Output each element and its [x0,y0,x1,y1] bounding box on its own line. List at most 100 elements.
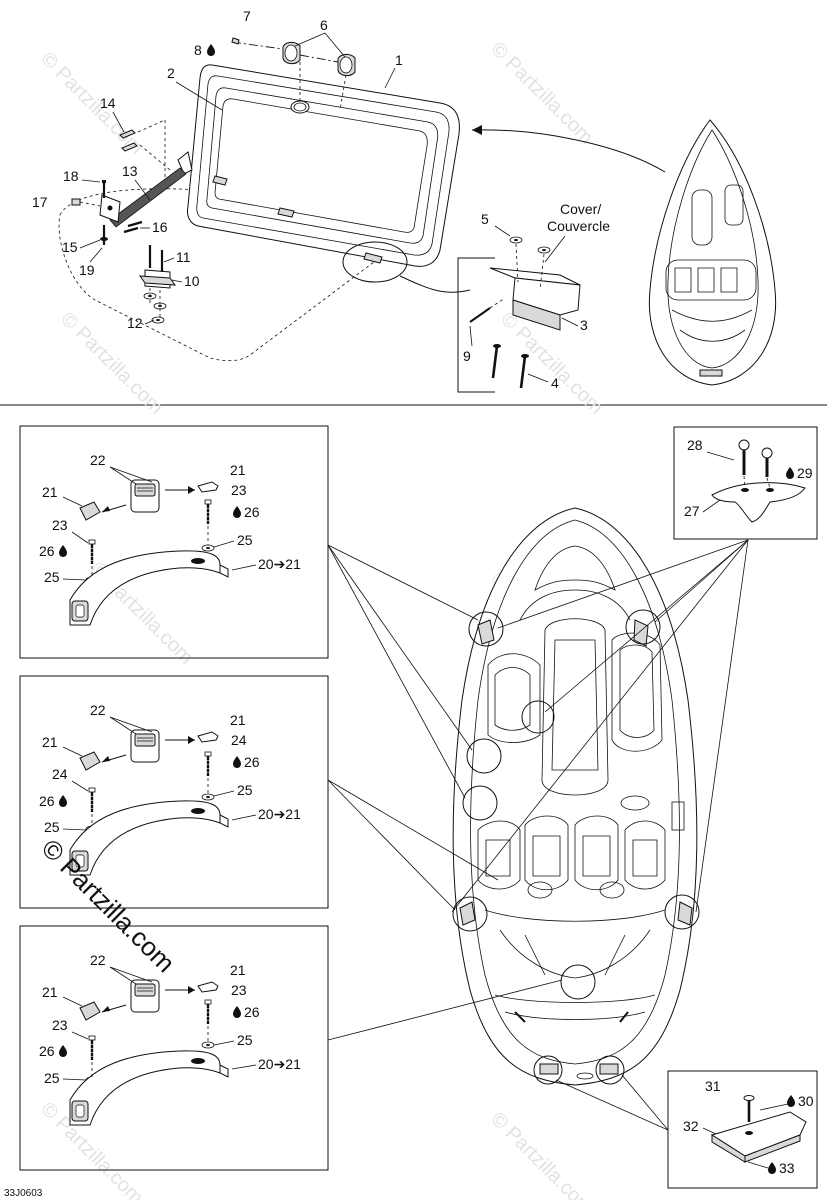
bumper-panel-1 [19,425,329,659]
loctite-drop-icon [207,44,215,56]
label-23: 23 [52,1017,68,1033]
label-23: 23 [52,517,68,533]
label-25: 25 [237,1032,253,1048]
rivet-part-4 [491,344,529,389]
label-26: 26 [244,1004,260,1020]
label-5: 5 [481,211,489,227]
label-25: 25 [44,1070,60,1086]
loctite-drop-icon [787,1095,795,1107]
label-4: 4 [551,375,559,391]
cover-label-line-2: Couvercle [547,218,610,234]
top-labels: 7 8 6 1 2 14 18 13 17 16 15 19 11 10 12 … [32,8,610,391]
loctite-drop-icon [233,756,241,768]
label-26: 26 [244,754,260,770]
label-14: 14 [100,95,116,111]
label-21: 21 [230,712,246,728]
watermark: © Partzilla.com [56,308,167,419]
arrow-cover-to-boat [471,129,666,173]
label-21: 21 [230,462,246,478]
label-30: 30 [798,1093,814,1109]
label-22: 22 [90,452,106,468]
hinge-arm-part-13 [99,151,193,228]
label-33: 33 [779,1160,795,1176]
bumper-assembly-3 [69,979,229,1126]
label-24: 24 [231,732,247,748]
label-25: 25 [237,532,253,548]
bumper-panel-1-labels: 22 21 23 21 23 26 25 26 25 20➔21 [39,452,301,585]
knob-part-6 [282,41,356,77]
loctite-drop-icon [233,506,241,518]
leader-lines [327,539,749,1131]
label-26: 26 [244,504,260,520]
label-16: 16 [152,219,168,235]
label-1: 1 [395,52,403,68]
label-24: 24 [52,766,68,782]
watermark: © Partzilla.com [486,1108,597,1200]
jetski-top-view-small [648,119,777,386]
loctite-drop-icon [59,795,67,807]
cleat-panel [673,426,818,540]
storage-cover [187,64,460,267]
cleat-panel-labels: 28 29 27 [684,437,813,519]
bumper-panel-3 [19,925,329,1171]
detail-callout [342,241,408,283]
label-20-to-21: 20➔21 [258,1056,301,1072]
label-10: 10 [184,273,200,289]
label-23: 23 [231,982,247,998]
watermark: © Partzilla.com [36,48,147,159]
screw-part-7 [231,37,240,45]
label-21: 21 [42,484,58,500]
label-17: 17 [32,194,48,210]
label-23: 23 [231,482,247,498]
label-25: 25 [237,782,253,798]
label-29: 29 [797,465,813,481]
bumper-panel-2-labels: 22 21 24 21 24 26 25 26 25 20➔21 [39,702,301,835]
loctite-drop-icon [786,467,794,479]
label-25: 25 [44,819,60,835]
label-18: 18 [63,168,79,184]
label-21: 21 [230,962,246,978]
label-8: 8 [194,42,202,58]
label-7: 7 [243,8,251,24]
label-21: 21 [42,984,58,1000]
label-6: 6 [320,17,328,33]
bumper-assembly-1 [69,479,229,626]
storage-bin-outline [58,188,405,362]
label-28: 28 [687,437,703,453]
loctite-drop-icon [768,1162,776,1174]
label-19: 19 [79,262,95,278]
loctite-drop-icon [233,1006,241,1018]
label-32: 32 [683,1118,699,1134]
loctite-drop-icon [59,545,67,557]
label-13: 13 [122,163,138,179]
jetski-top-view-large [452,507,700,1086]
bumper-panel-3-labels: 22 21 23 21 23 26 25 26 25 20➔21 [39,952,301,1086]
cleat-assembly [711,439,806,523]
label-15: 15 [62,239,78,255]
bumper-panel-2 [19,675,329,909]
watermark-dark: © Partzilla.com [36,833,181,978]
label-12: 12 [127,315,143,331]
label-26: 26 [39,1043,55,1059]
label-26: 26 [39,793,55,809]
label-21: 21 [42,734,58,750]
label-11: 11 [176,249,191,265]
loctite-drop-icon [59,1045,67,1057]
figure-code: 33J0603 [4,1188,43,1199]
watermark: © Partzilla.com [486,38,597,149]
pad-assembly [710,1095,807,1163]
detail-bracket [457,257,495,393]
hinge-part-3 [489,267,581,331]
label-20-to-21: 20➔21 [258,556,301,572]
label-22: 22 [90,952,106,968]
label-9: 9 [463,348,471,364]
label-26: 26 [39,543,55,559]
label-25: 25 [44,569,60,585]
rivets-part-14 [119,129,138,152]
label-2: 2 [167,65,175,81]
label-20-to-21: 20➔21 [258,806,301,822]
bracket-part-10 [138,269,177,289]
pad-panel-labels: 31 30 32 33 [683,1078,814,1176]
bumper-assembly-2 [69,729,229,876]
